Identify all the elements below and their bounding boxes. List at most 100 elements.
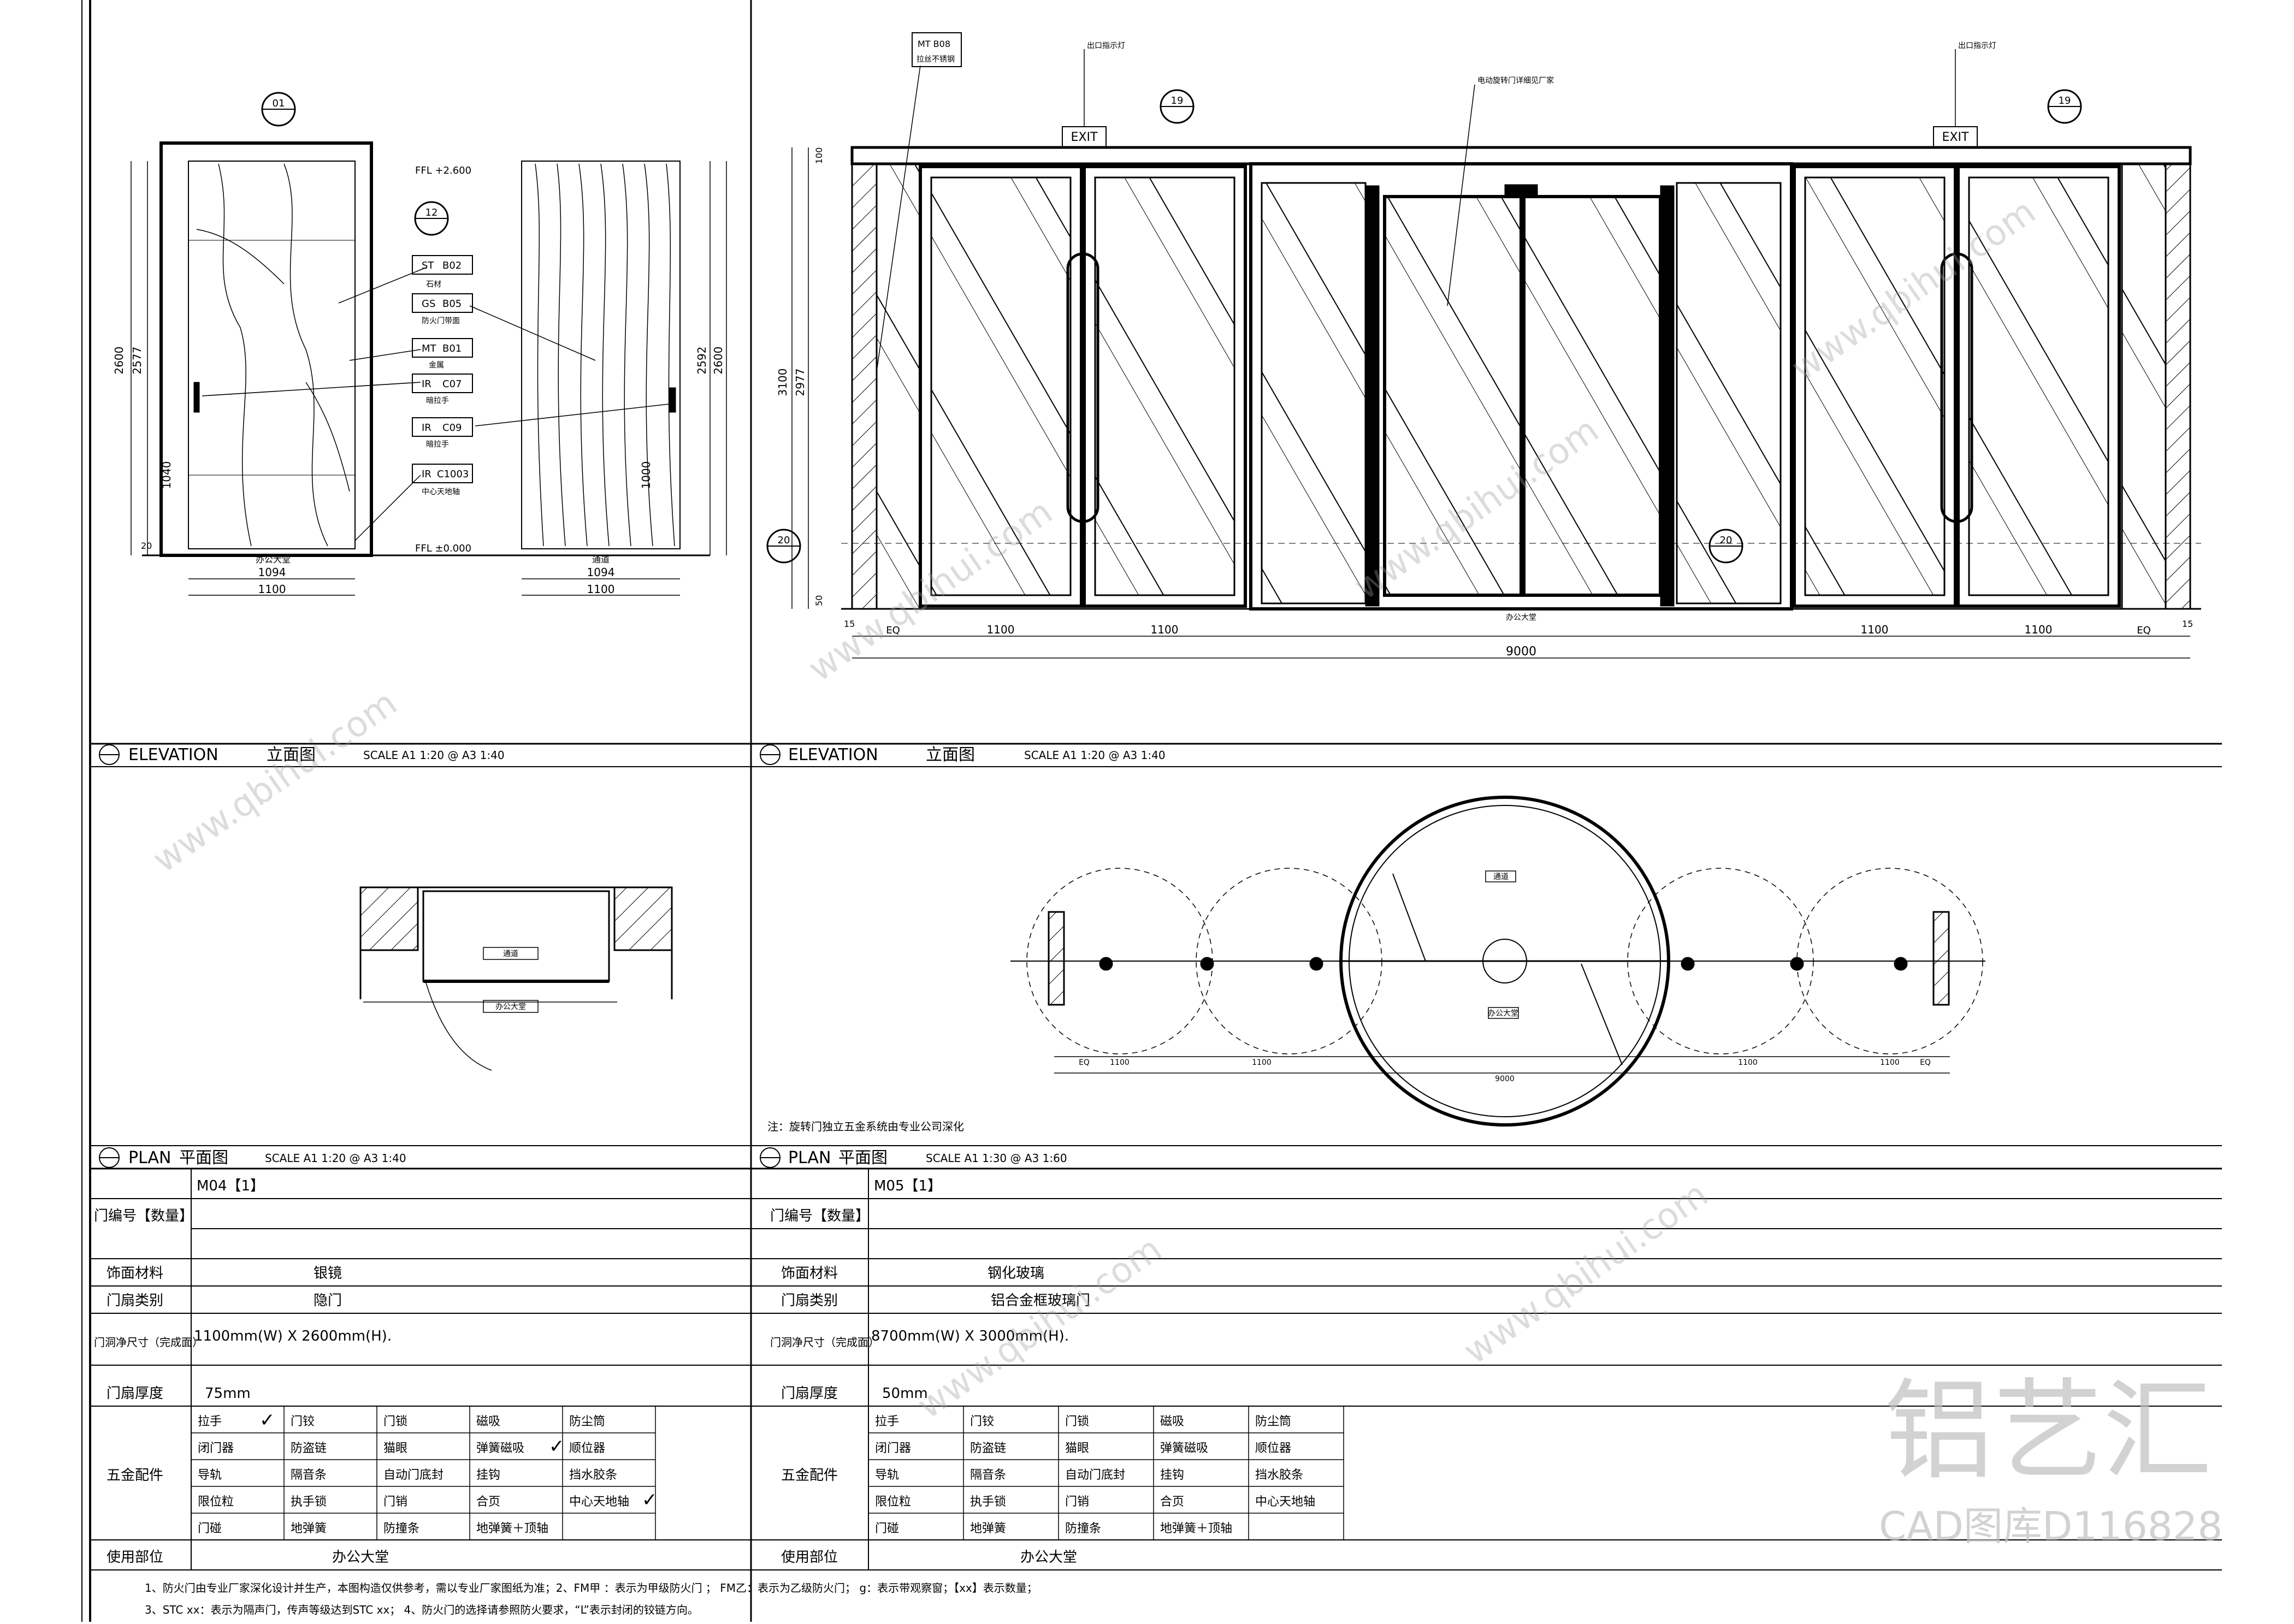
hardware-item: 拉手 [875,1415,899,1429]
lbl-type-r: 门扇类别 [781,1293,838,1309]
dim-50: 50 [814,595,824,606]
left-elevation-text: 01 12 FFL +2.600 FFL ±0.000 办公大堂 通道 1094… [113,98,725,596]
floor-label: 办公大堂 [1506,613,1536,622]
hardware-item: 门铰 [291,1415,315,1429]
hardware-item: 地弹簧 [970,1522,1006,1536]
hardware-checks: ✓ ✓ ✓ [259,1409,658,1511]
check-handle: ✓ [259,1409,275,1431]
hardware-item: 挡水胶条 [1255,1468,1303,1482]
plan-right-header: PLAN [788,1148,831,1167]
hardware-item: 防尘筒 [1255,1415,1291,1429]
note-exit-left: 出口指示灯 [1087,42,1125,50]
hardware-item: 限位粒 [198,1495,234,1509]
hardware-item: 防盗链 [970,1442,1006,1455]
dim-15b: 15 [2182,619,2193,629]
plan-left-scale: SCALE A1 1:20 @ A3 1:40 [265,1152,406,1165]
hardware-item: 门销 [1065,1495,1089,1509]
hardware-item: 弹簧磁吸 [1160,1442,1208,1455]
watermark-1: www.qbihui.com [146,683,405,881]
hardware-item: 顺位器 [1255,1442,1291,1455]
right-plan-text: 通道 办公大堂 1100 1100 EQ 1100 1100 EQ 9000 注… [767,873,1931,1133]
lbl-type-l: 门扇类别 [107,1293,163,1309]
hardware-item: 防尘筒 [569,1415,605,1429]
footnote-1: 1、防火门由专业厂家深化设计并生产，本图构造仅供参考，需以专业厂家图纸为准；2、… [145,1581,1038,1595]
section-symbol-top [261,92,296,127]
dim-v3: 2592 [695,347,708,375]
lbl-door-no-l: 门编号【数量】 [94,1208,193,1224]
dim-v5: 1040 [160,461,173,489]
brand-logo-text: 铝艺汇 [1884,1368,2212,1495]
dim-15a: 15 [844,619,855,629]
plan-left-header: PLAN [128,1148,171,1167]
watermark-brand: 铝艺汇 CAD图库D116828 [1879,1368,2222,1549]
elev-left-header-cn: 立面图 [267,745,316,764]
hardware-item: 地弹簧＋顶轴 [1160,1522,1232,1536]
elev-right-header: ELEVATION [788,745,878,764]
elev-left-header: ELEVATION [128,745,218,764]
val-finish-l: 银镜 [314,1265,342,1282]
callout-3-desc: 金属 [429,361,444,370]
lbl-finish-r: 饰面材料 [781,1265,838,1282]
note-center: 电动旋转门详细见厂家 [1477,76,1554,85]
dim-3100: 3100 [776,369,789,396]
hardware-item: 门锁 [1065,1415,1089,1429]
sym-c: 20 [1720,535,1733,546]
plan-headers: PLAN 平面图 SCALE A1 1:20 @ A3 1:40 PLAN 平面… [99,1147,1067,1168]
callout-1-desc: 石材 [426,280,441,289]
plan-right-top: 通道 [1493,873,1509,881]
ffl-bottom: FFL ±0.000 [415,543,471,554]
callout-2-desc: 防火门带面 [422,317,460,325]
val-door-no-r: M05【1】 [874,1178,942,1194]
plan-right-bottom: 办公大堂 [1488,1009,1518,1018]
sym-d: 19 [2059,95,2071,106]
callout-5-desc: 暗拉手 [426,440,449,449]
hardware-item: 挂钩 [476,1468,500,1482]
plan-dim-eq2: EQ [1920,1058,1931,1067]
hardware-item: 自动门底封 [383,1468,444,1482]
hardware-item: 地弹簧＋顶轴 [476,1522,548,1536]
hardware-item: 地弹簧 [291,1522,327,1536]
elev-right-scale: SCALE A1 1:20 @ A3 1:40 [1024,749,1166,762]
val-type-r: 铝合金框玻璃门 [991,1293,1090,1309]
lbl-hw-l: 五金配件 [107,1467,163,1484]
hardware-item: 闭门器 [198,1442,234,1455]
footnote-2: 3、STC xx：表示为隔声门，传声等级达到STC xx； 4、防火门的选择请参… [145,1603,699,1616]
hardware-item: 磁吸 [1160,1415,1184,1429]
plan-left-room-top: 通道 [503,950,518,958]
callout-2-num: B05 [442,298,462,310]
elev-left-scale: SCALE A1 1:20 @ A3 1:40 [363,749,505,762]
brand-caption: CAD图库D116828 [1879,1503,2222,1549]
note-mt: MT B08 [918,39,950,49]
plan-dim-3: 1100 [1738,1058,1758,1067]
hardware-item: 拉手 [198,1415,222,1429]
hardware-item: 导轨 [875,1468,899,1482]
hardware-item: 挡水胶条 [569,1468,617,1482]
hardware-item: 执手锁 [291,1495,327,1509]
callout-6-desc: 中心天地轴 [422,488,460,496]
hardware-item: 顺位器 [569,1442,605,1455]
watermark-6: www.qbihui.com [1457,1175,1716,1373]
val-size-r: 8700mm(W) X 3000mm(H). [871,1328,1069,1344]
footnotes: 1、防火门由专业厂家深化设计并生产，本图构造仅供参考，需以专业厂家图纸为准；2、… [145,1581,1038,1616]
dim-h4: 1100 [587,583,615,596]
lbl-size-r: 门洞净尺寸（完成面） [770,1336,879,1349]
lbl-finish-l: 饰面材料 [107,1265,163,1282]
callout-3-code: MT [422,343,437,354]
val-loc-l: 办公大堂 [332,1549,389,1566]
hardware-item: 执手锁 [970,1495,1006,1509]
left-plan [359,886,673,1071]
dim-100: 100 [814,147,824,164]
callout-1-num: B02 [442,260,462,271]
schedule-text: 门编号【数量】 饰面材料 门扇类别 门洞净尺寸（完成面） 门扇厚度 五金配件 使… [94,1178,1090,1566]
plan-dim-eq1: EQ [1079,1058,1090,1067]
dim-1100a: 1100 [987,623,1015,636]
hardware-item: 门碰 [875,1522,899,1536]
plan-note: 注：旋转门独立五金系统由专业公司深化 [767,1120,964,1133]
dim-h1: 1094 [258,566,286,579]
exit-left: EXIT [1071,131,1098,144]
dim-1100b: 1100 [1151,623,1179,636]
callout-4-desc: 暗拉手 [426,396,449,405]
hardware-item: 猫眼 [383,1442,407,1455]
hardware-item: 门销 [383,1495,407,1509]
